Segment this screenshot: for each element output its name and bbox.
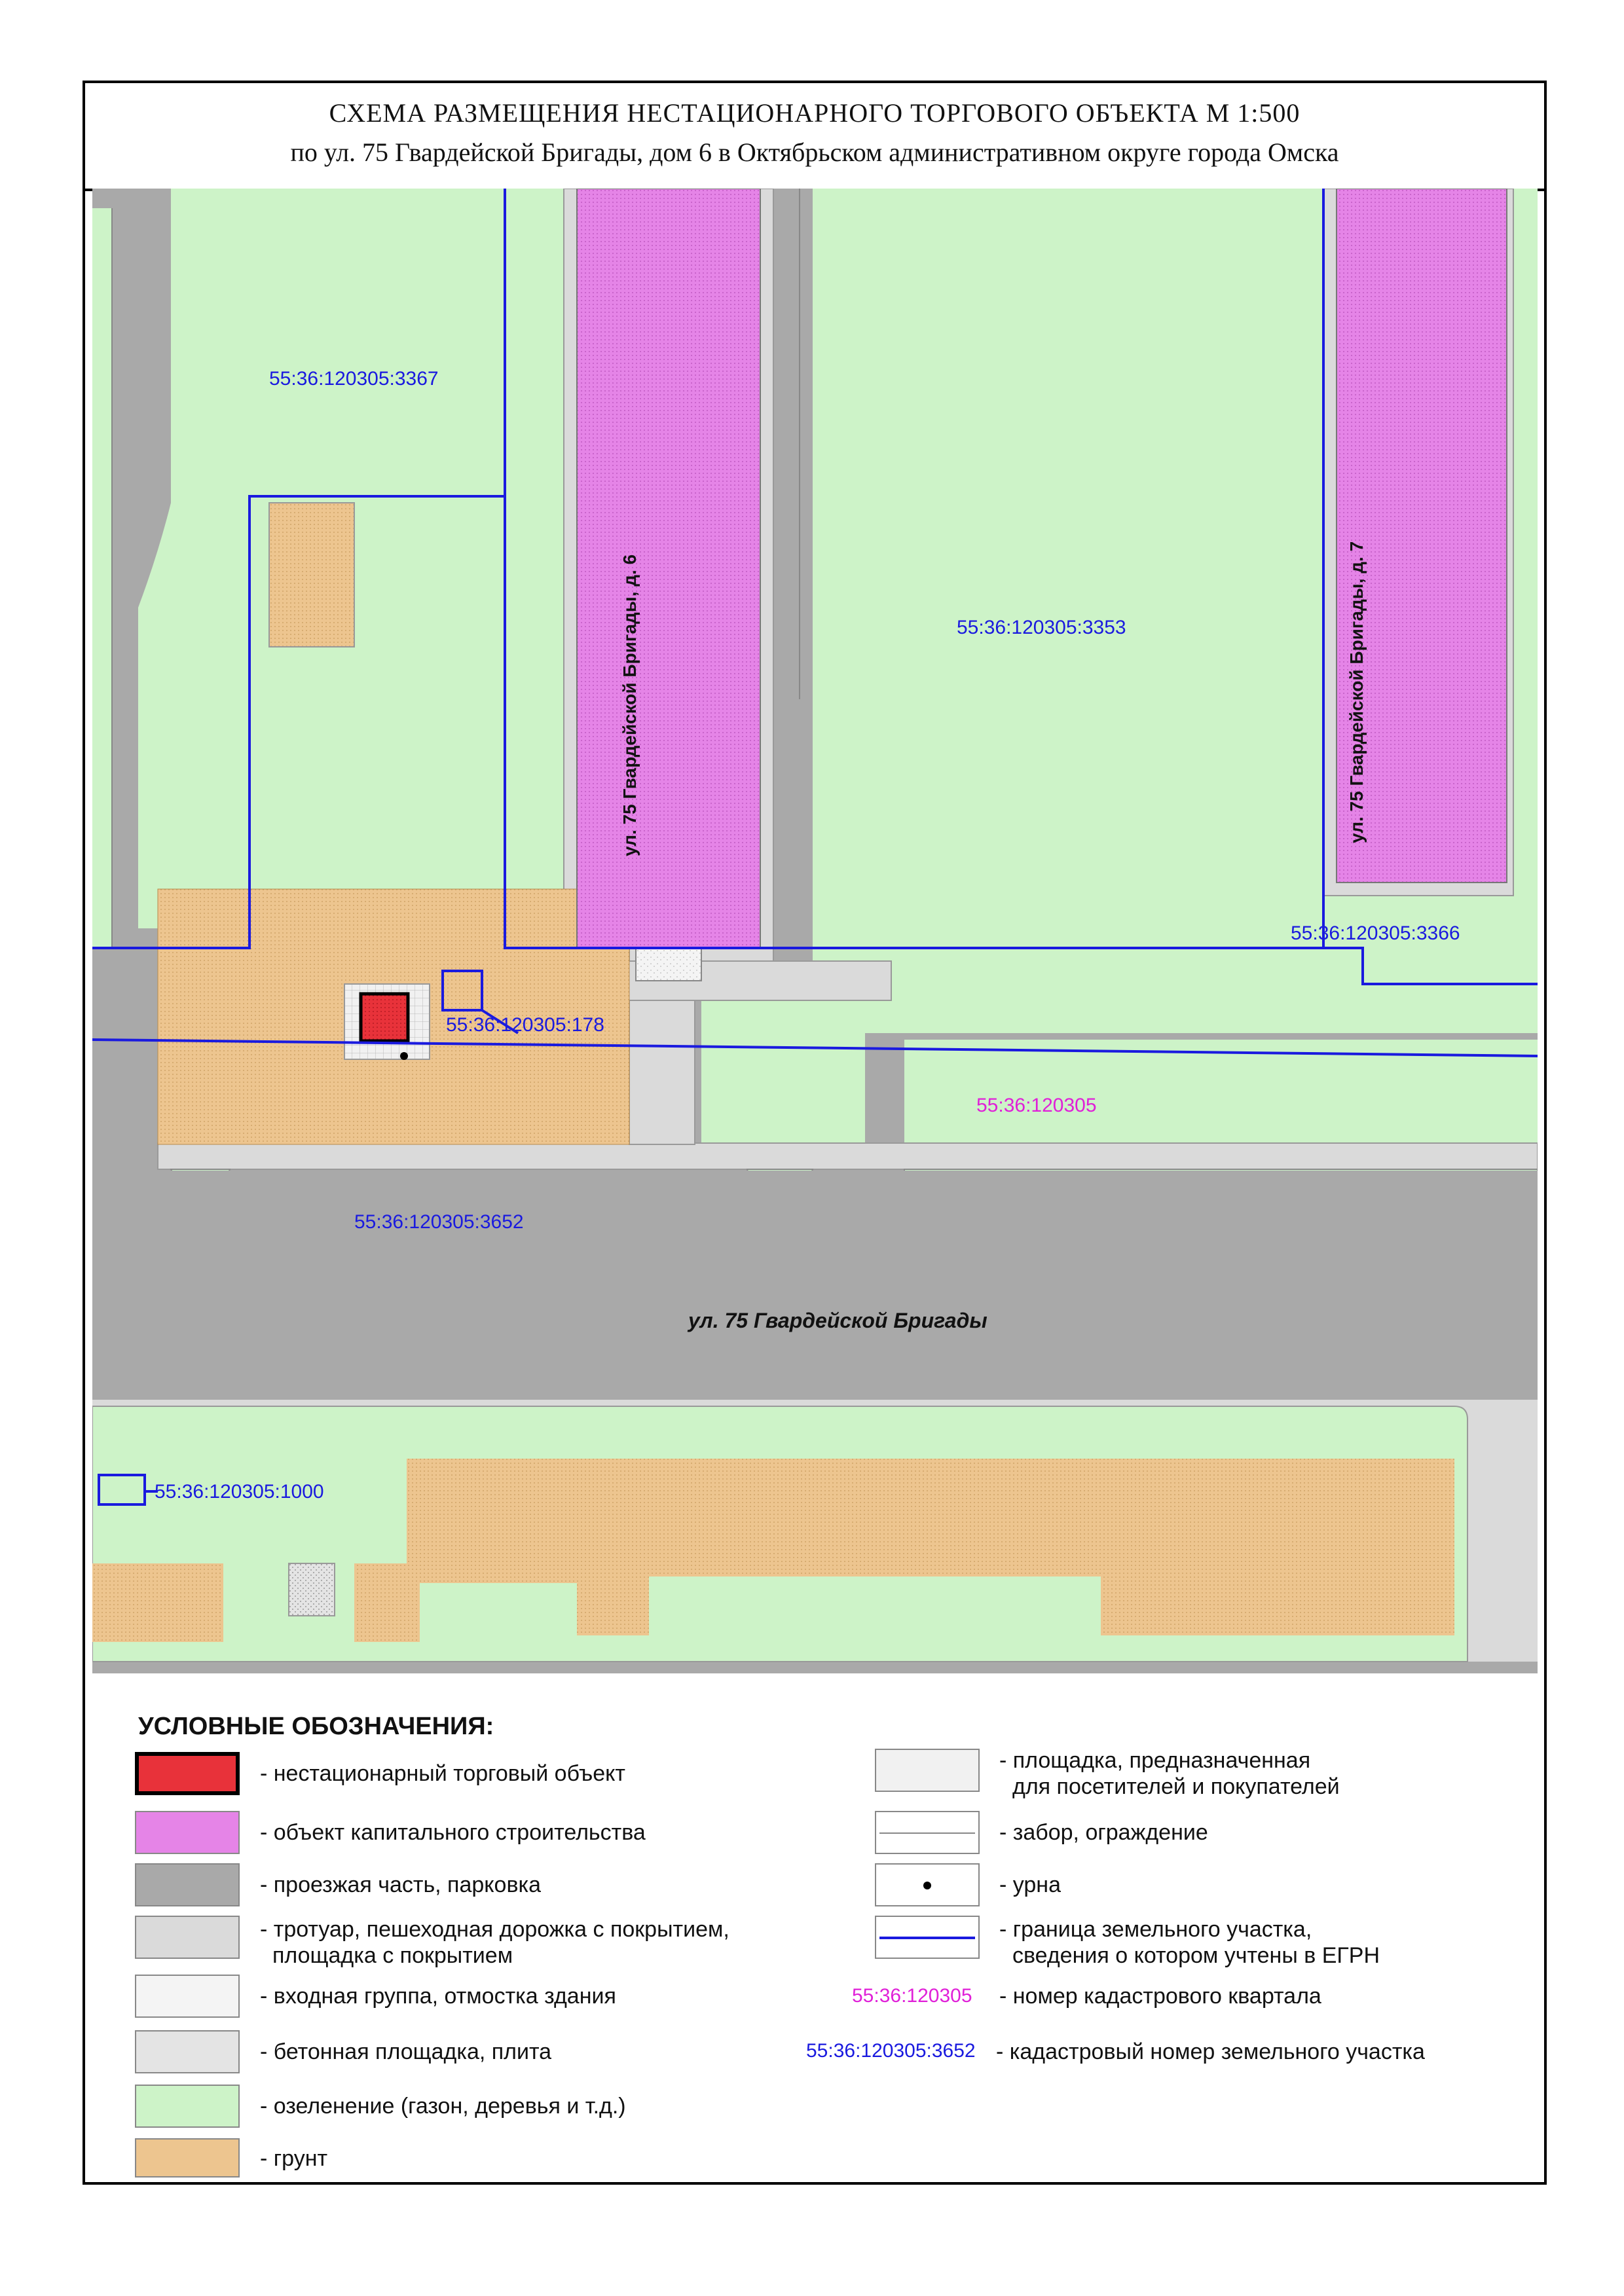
title-line-1: СХЕМА РАЗМЕЩЕНИЯ НЕСТАЦИОНАРНОГО ТОРГОВО… — [329, 98, 1301, 128]
legend-cadastral-text: - кадастровый номер земельного участка — [996, 2039, 1425, 2064]
nonstationary-trade-object — [359, 992, 410, 1043]
lawn-mid — [498, 189, 564, 915]
boundary-swatch — [875, 1916, 980, 1959]
legend-left-7: - грунт — [260, 2146, 328, 2171]
urn-icon — [400, 1052, 408, 1060]
legend-right-1: - забор, ограждение — [999, 1820, 1208, 1845]
lawn-upper-left — [171, 189, 498, 503]
title-line-2: по ул. 75 Гвардейской Бригады, дом 6 в О… — [290, 137, 1339, 167]
building-swatch — [135, 1811, 240, 1854]
building-6-label: ул. 75 Гвардейской Бригады, д. 6 — [619, 555, 640, 856]
legend-left-1: - объект капитального строительства — [260, 1820, 646, 1845]
building-7-label: ул. 75 Гвардейской Бригады, д. 7 — [1346, 541, 1367, 843]
lawn-left-edge — [92, 208, 112, 948]
legend-left-2: - проезжая часть, парковка — [260, 1872, 542, 1897]
building-7 — [1336, 189, 1507, 883]
title-box: СХЕМА РАЗМЕЩЕНИЯ НЕСТАЦИОНАРНОГО ТОРГОВО… — [85, 83, 1544, 191]
parcel-label-3652: 55:36:120305:3652 — [354, 1211, 524, 1233]
legend-left-3b: площадка с покрытием — [272, 1943, 513, 1968]
urn-swatch — [875, 1863, 980, 1906]
lawn-lower-mid — [701, 994, 865, 1144]
legend-right-3a: - граница земельного участка, — [999, 1917, 1312, 1942]
legend-right-0b: для посетителей и покупателей — [1012, 1774, 1340, 1799]
entrance-group — [635, 947, 702, 981]
legend-left-0: - нестационарный торговый объект — [260, 1761, 625, 1786]
legend-left-4: - входная группа, отмостка здания — [260, 1984, 616, 2009]
legend-heading: УСЛОВНЫЕ ОБОЗНАЧЕНИЯ: — [138, 1713, 494, 1740]
legend-right-2: - урна — [999, 1872, 1061, 1897]
parcel-label-1000: 55:36:120305:1000 — [155, 1481, 324, 1503]
road-swatch — [135, 1863, 240, 1906]
building-6 — [576, 189, 761, 949]
parcel-label-178: 55:36:120305:178 — [446, 1014, 604, 1036]
fence-line — [879, 1832, 975, 1834]
lawn-swatch — [135, 2085, 240, 2128]
sidewalk-horizontal — [157, 1142, 1538, 1170]
ground-south-strip — [407, 1459, 1454, 1635]
ground-south-mid — [354, 1563, 420, 1642]
lawn-left-strip — [138, 503, 498, 928]
legend-left-6: - озеленение (газон, деревья и т.д.) — [260, 2094, 626, 2119]
parcel-label-3367: 55:36:120305:3367 — [269, 368, 439, 390]
ground-sandbox — [268, 502, 355, 647]
legend-left-5: - бетонная площадка, плита — [260, 2039, 552, 2064]
entrance-swatch — [135, 1975, 240, 2018]
lawn-lower-right — [904, 1040, 1538, 1144]
main-road — [92, 1171, 1538, 1400]
ground-south-left — [92, 1563, 223, 1642]
cadastral-sample: 55:36:120305:3652 — [806, 2040, 976, 2062]
street-label: ул. 75 Гвардейской Бригады — [687, 1309, 987, 1332]
parcel-label-3353: 55:36:120305:3353 — [957, 617, 1126, 638]
quarter-sample: 55:36:120305 — [852, 1985, 972, 2007]
quarter-label: 55:36:120305 — [976, 1095, 1097, 1116]
fence-swatch — [875, 1811, 980, 1854]
visitor-area — [344, 983, 430, 1060]
concrete-swatch — [135, 2030, 240, 2073]
red-object-swatch — [135, 1752, 240, 1795]
sheet-frame: СХЕМА РАЗМЕЩЕНИЯ НЕСТАЦИОНАРНОГО ТОРГОВО… — [83, 81, 1547, 2185]
boundary-line — [879, 1937, 975, 1939]
legend: УСЛОВНЫЕ ОБОЗНАЧЕНИЯ: - нестационарный т… — [92, 1673, 1538, 2178]
concrete-plate — [288, 1563, 335, 1616]
ground-swatch — [135, 2138, 240, 2178]
lawn-between-buildings — [813, 189, 1323, 1033]
legend-quarter-text: - номер кадастрового квартала — [999, 1984, 1321, 2009]
site-plan-map: 55:36:120305:3367 55:36:120305:3353 55:3… — [92, 189, 1538, 1673]
visitor-area-swatch — [875, 1749, 980, 1792]
legend-right-3b: сведения о котором учтены в ЕГРН — [1012, 1943, 1380, 1968]
legend-left-3a: - тротуар, пешеходная дорожка с покрытие… — [260, 1917, 729, 1942]
urn-dot-icon — [923, 1882, 931, 1889]
legend-right-0a: - площадка, предназначенная — [999, 1748, 1311, 1773]
parcel-boundaries — [92, 189, 1538, 1506]
parcel-label-3366: 55:36:120305:3366 — [1291, 922, 1460, 944]
sidewalk-swatch — [135, 1916, 240, 1959]
